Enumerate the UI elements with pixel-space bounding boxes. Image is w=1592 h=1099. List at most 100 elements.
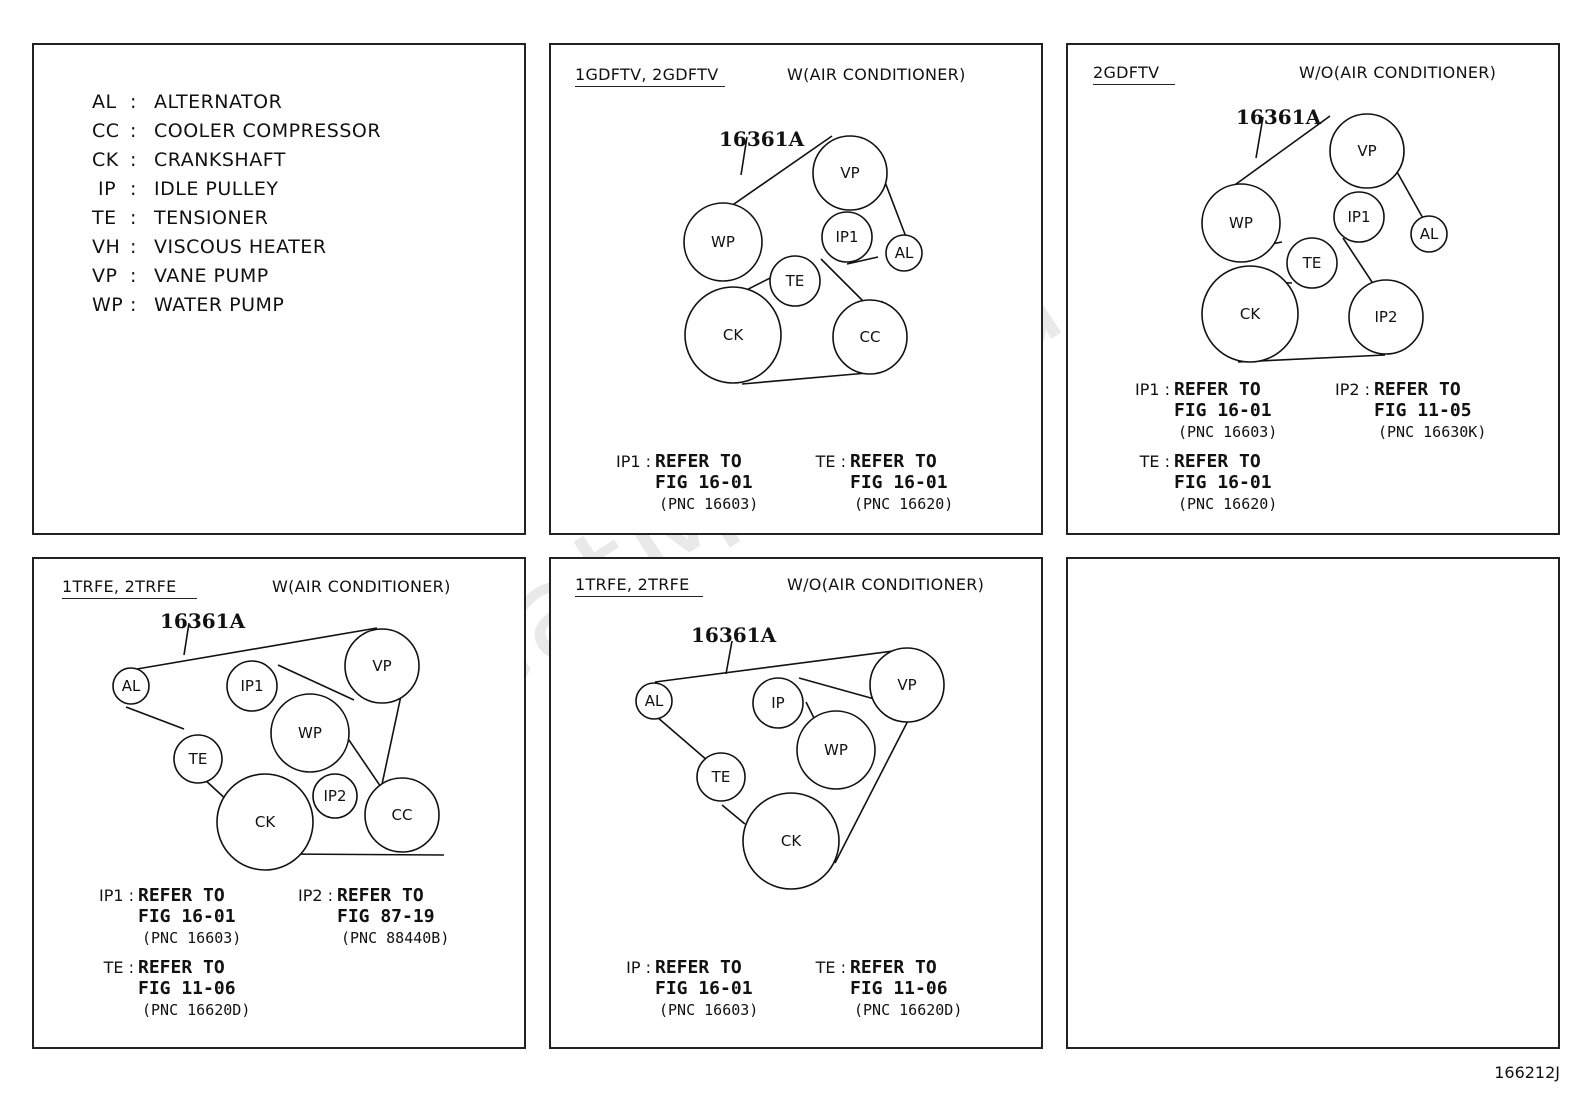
legend-row: CC:COOLER COMPRESSOR	[92, 120, 381, 142]
note-line3: (PNC 16620)	[854, 495, 954, 513]
pulley-label-ip1: IP1	[1347, 208, 1370, 226]
legend-name: VANE PUMP	[154, 265, 269, 287]
engine-label: 2GDFTV	[1093, 63, 1175, 85]
diagram-panel-1trfe-with-ac: 1TRFE, 2TRFE W(AIR CONDITIONER) 16361A A…	[32, 557, 526, 1049]
pulley-label-wp: WP	[1229, 214, 1253, 232]
legend-name: ALTERNATOR	[154, 91, 283, 113]
pulley-label-ip2: IP2	[1374, 308, 1397, 326]
pulley-label-te: TE	[1302, 254, 1322, 272]
legend-name: WATER PUMP	[154, 294, 285, 316]
reference-note: IP1 : REFER TO FIG 16-01 (PNC 16603)	[1135, 379, 1278, 443]
pulley-label-ip: IP	[771, 694, 784, 712]
panel-header: 1TRFE, 2TRFE	[575, 575, 703, 597]
note-line1: REFER TO	[1174, 379, 1261, 400]
legend-row: CK:CRANKSHAFT	[92, 149, 286, 171]
condition-label: W(AIR CONDITIONER)	[272, 577, 451, 596]
belt-diagram: 16361A WP VP IP1 AL TE CK IP2	[1201, 105, 1448, 363]
note-line1: REFER TO	[138, 885, 225, 906]
note-line3: (PNC 16620D)	[142, 1001, 251, 1019]
pulley-label-vp: VP	[897, 676, 916, 694]
note-label: IP1 :	[1134, 380, 1170, 399]
legend-row: TE: TENSIONER	[92, 207, 268, 229]
note-line2: FIG 16-01	[1174, 400, 1272, 421]
panel-header: 1GDFTV, 2GDFTV	[575, 65, 725, 87]
legend-colon: :	[130, 207, 137, 229]
note-line3: (PNC 16603)	[659, 1001, 759, 1019]
pulley-label-vp: VP	[840, 164, 859, 182]
belt-part-number: 16361A	[691, 623, 777, 647]
note-line3: (PNC 16630K)	[1378, 423, 1487, 441]
legend-colon: :	[130, 236, 137, 258]
legend-abbr: AL	[92, 91, 117, 113]
pulley-label-wp: WP	[298, 724, 322, 742]
legend-name: COOLER COMPRESSOR	[154, 120, 382, 142]
pulley-label-cc: CC	[392, 806, 413, 824]
pulley-label-ck: CK	[781, 832, 802, 850]
pulley-label-al: AL	[1420, 225, 1439, 243]
condition-label: W(AIR CONDITIONER)	[787, 65, 966, 84]
pulley-label-ip1: IP1	[240, 677, 263, 695]
note-line3: (PNC 88440B)	[341, 929, 450, 947]
legend-row: AL:ALTERNATOR	[92, 91, 282, 113]
belt-part-number: 16361A	[160, 609, 246, 633]
legend-abbr: WP	[92, 294, 124, 316]
note-line3: (PNC 16603)	[1178, 423, 1278, 441]
note-line2: FIG 11-05	[1374, 400, 1472, 421]
legend-abbr: VP	[92, 265, 118, 287]
note-line2: FIG 16-01	[1174, 472, 1272, 493]
reference-note: TE : REFER TO FIG 16-01 (PNC 16620)	[1140, 451, 1278, 515]
legend-row: WP:WATER PUMP	[92, 294, 284, 316]
legend-name: IDLE PULLEY	[154, 178, 279, 200]
note-line1: REFER TO	[655, 451, 742, 472]
note-line1: REFER TO	[1174, 451, 1261, 472]
belt-part-number: 16361A	[1236, 105, 1322, 129]
legend-panel: AL:ALTERNATOR CC:COOLER COMPRESSOR CK:CR…	[32, 43, 526, 535]
belt-part-number: 16361A	[719, 127, 805, 151]
legend-row: IP:IDLE PULLEY	[92, 178, 279, 200]
legend-colon: :	[130, 149, 137, 171]
pulley-label-ck: CK	[723, 326, 744, 344]
note-line3: (PNC 16620)	[1178, 495, 1278, 513]
note-line1: REFER TO	[655, 957, 742, 978]
legend-colon: :	[130, 265, 137, 287]
note-line1: REFER TO	[850, 451, 937, 472]
pulley-label-wp: WP	[824, 741, 848, 759]
reference-note: IP1 : REFER TO FIG 16-01 (PNC 16603)	[616, 451, 759, 515]
note-label: TE :	[815, 958, 846, 977]
note-line2: FIG 16-01	[655, 472, 753, 493]
belt-diagram: 16361A AL IP1 VP WP TE IP2 CK CC	[112, 609, 445, 871]
legend-colon: :	[130, 120, 137, 142]
note-line3: (PNC 16620D)	[854, 1001, 963, 1019]
legend-abbr: TE	[92, 207, 117, 229]
legend-colon: :	[130, 178, 137, 200]
pulley-label-cc: CC	[860, 328, 881, 346]
note-label: IP2 :	[1334, 380, 1370, 399]
note-label: IP :	[626, 958, 651, 977]
legend-name: TENSIONER	[154, 207, 269, 229]
note-line1: REFER TO	[850, 957, 937, 978]
reference-note: IP : REFER TO FIG 16-01 (PNC 16603)	[626, 957, 759, 1021]
note-label: TE :	[1139, 452, 1170, 471]
legend-row: VP: VANE PUMP	[92, 265, 269, 287]
legend-abbr: VH	[92, 236, 121, 258]
legend-name: VISCOUS HEATER	[154, 236, 327, 258]
engine-label: 1TRFE, 2TRFE	[575, 575, 703, 597]
reference-note: TE : REFER TO FIG 11-06 (PNC 16620D)	[104, 957, 251, 1021]
pulley-label-vp: VP	[1357, 142, 1376, 160]
note-line2: FIG 11-06	[138, 978, 236, 999]
note-line2: FIG 16-01	[655, 978, 753, 999]
reference-note: IP2 : REFER TO FIG 11-05 (PNC 16630K)	[1335, 379, 1487, 443]
condition-label: W/O(AIR CONDITIONER)	[787, 575, 985, 594]
pulley-label-ck: CK	[255, 813, 276, 831]
figure-id: 166212J	[1494, 1063, 1560, 1082]
pulley-label-wp: WP	[711, 233, 735, 251]
pulley-label-ip1: IP1	[835, 228, 858, 246]
note-line1: REFER TO	[337, 885, 424, 906]
pulley-label-te: TE	[711, 768, 731, 786]
engine-label: 1GDFTV, 2GDFTV	[575, 65, 725, 87]
note-line2: FIG 87-19	[337, 906, 435, 927]
note-label: TE :	[103, 958, 134, 977]
note-line1: REFER TO	[1374, 379, 1461, 400]
note-line3: (PNC 16603)	[659, 495, 759, 513]
legend-row: VH: VISCOUS HEATER	[92, 236, 327, 258]
